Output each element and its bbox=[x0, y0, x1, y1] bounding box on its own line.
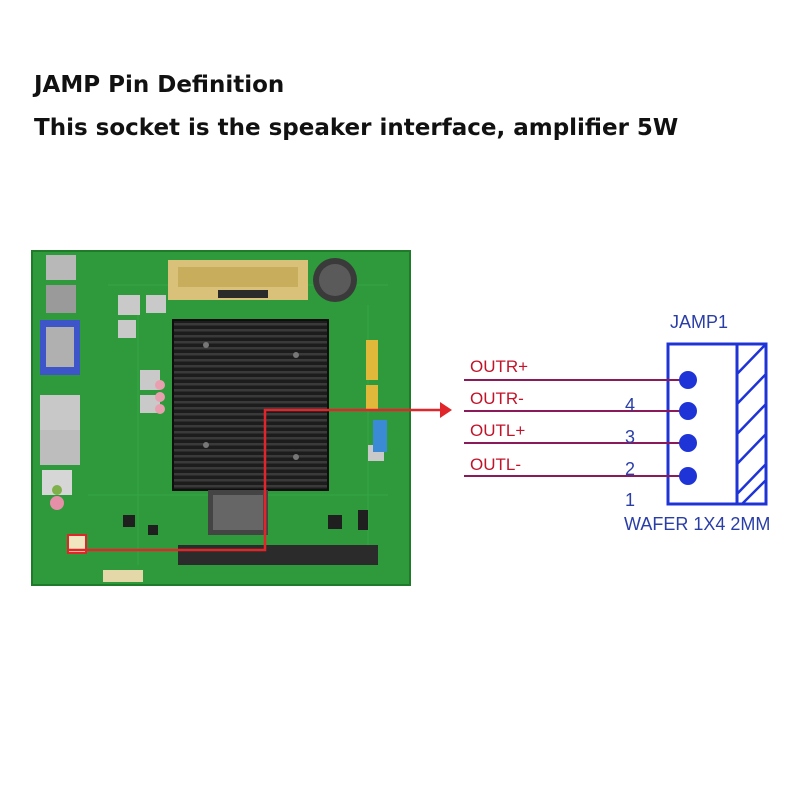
page-title: JAMP Pin Definition bbox=[34, 72, 285, 98]
motherboard-image bbox=[31, 250, 411, 586]
pin-dot bbox=[679, 434, 697, 452]
pin-number: 1 bbox=[625, 490, 635, 510]
connector-type-label: WAFER 1X4 2MM bbox=[624, 514, 770, 534]
pin-number: 3 bbox=[625, 427, 635, 447]
pointer-line bbox=[68, 408, 440, 552]
signal-label: OUTL- bbox=[470, 455, 521, 474]
signal-label: OUTR- bbox=[470, 389, 524, 408]
page-subtitle: This socket is the speaker interface, am… bbox=[34, 115, 679, 141]
pin-dot bbox=[679, 371, 697, 389]
connector-name: JAMP1 bbox=[670, 312, 728, 332]
pointer-arrow-icon bbox=[440, 402, 452, 418]
signal-label: OUTR+ bbox=[470, 357, 528, 376]
signal-label: OUTL+ bbox=[470, 421, 525, 440]
pin-number: 2 bbox=[625, 459, 635, 479]
pin-dot bbox=[679, 402, 697, 420]
pin-dot bbox=[679, 467, 697, 485]
pin-number: 4 bbox=[625, 395, 635, 415]
